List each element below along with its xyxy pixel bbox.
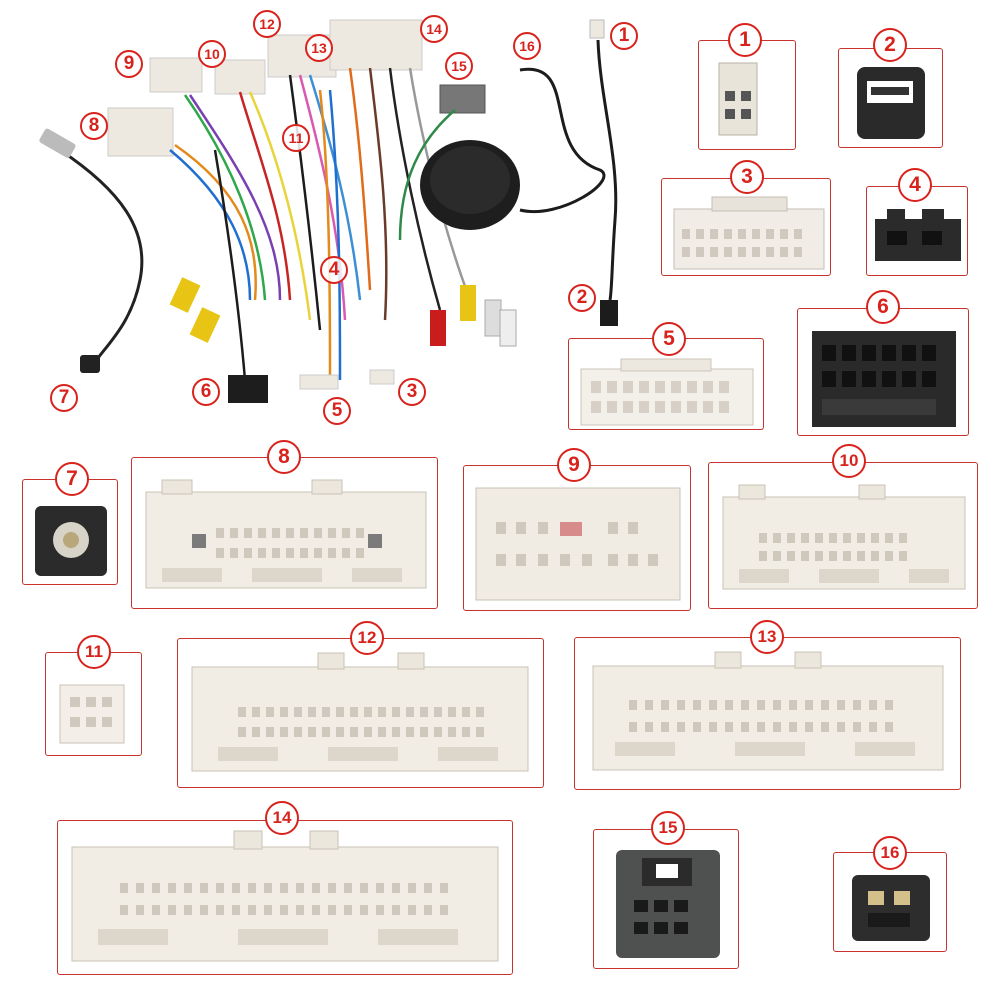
connector-panel-3 xyxy=(661,178,831,276)
connector-panel-1 xyxy=(698,40,796,150)
connector-panel-2 xyxy=(838,48,943,148)
harness-label-1: 1 xyxy=(610,22,638,50)
connector-panel-14 xyxy=(57,820,513,975)
connector-panel-8 xyxy=(131,457,438,609)
connector-badge-6: 6 xyxy=(866,290,900,324)
connector-badge-14: 14 xyxy=(265,801,299,835)
harness-label-9: 9 xyxy=(115,50,143,78)
harness-label-6: 6 xyxy=(192,378,220,406)
connector-badge-8: 8 xyxy=(267,440,301,474)
connector-panel-11 xyxy=(45,652,142,756)
connector-panel-12 xyxy=(177,638,544,788)
connector-badge-11: 11 xyxy=(77,635,111,669)
connector-badge-3: 3 xyxy=(730,160,764,194)
harness-label-16: 16 xyxy=(513,32,541,60)
connector-badge-4: 4 xyxy=(898,168,932,202)
connector-badge-13: 13 xyxy=(750,620,784,654)
harness-label-14: 14 xyxy=(420,15,448,43)
connector-panel-9 xyxy=(463,465,691,611)
harness-label-11: 11 xyxy=(282,124,310,152)
harness-label-12: 12 xyxy=(253,10,281,38)
connector-badge-7: 7 xyxy=(55,462,89,496)
connector-panel-7 xyxy=(22,479,118,585)
connector-badge-10: 10 xyxy=(832,444,866,478)
connector-badge-15: 15 xyxy=(651,811,685,845)
connector-panel-6 xyxy=(797,308,969,436)
harness-label-8: 8 xyxy=(80,112,108,140)
harness-label-13: 13 xyxy=(305,34,333,62)
connector-badge-12: 12 xyxy=(350,621,384,655)
harness-label-2: 2 xyxy=(568,284,596,312)
harness-label-7: 7 xyxy=(50,384,78,412)
connector-badge-9: 9 xyxy=(557,448,591,482)
connector-panel-4 xyxy=(866,186,968,276)
harness-label-5: 5 xyxy=(323,397,351,425)
harness-label-15: 15 xyxy=(445,52,473,80)
harness-label-10: 10 xyxy=(198,40,226,68)
connector-badge-1: 1 xyxy=(728,23,762,57)
connector-badge-2: 2 xyxy=(873,28,907,62)
connector-badge-16: 16 xyxy=(873,836,907,870)
connector-panel-15 xyxy=(593,829,739,969)
connector-badge-5: 5 xyxy=(652,322,686,356)
harness-label-4: 4 xyxy=(320,256,348,284)
connector-panel-10 xyxy=(708,462,978,609)
connector-panel-13 xyxy=(574,637,961,790)
harness-label-3: 3 xyxy=(398,378,426,406)
